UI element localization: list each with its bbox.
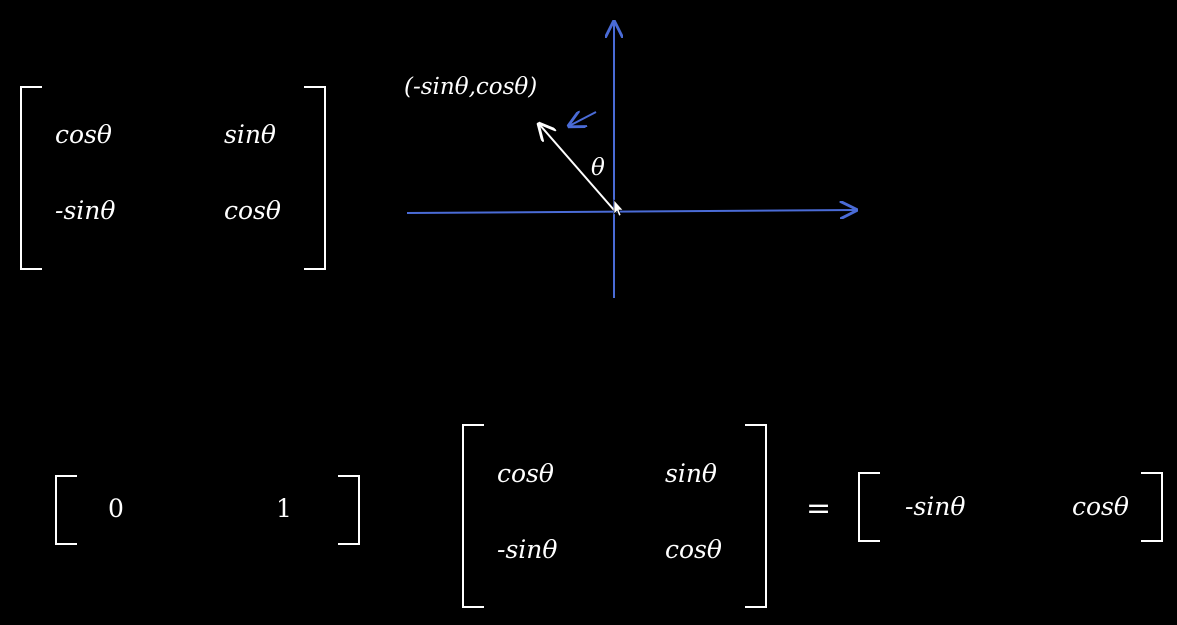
result-c2: cosθ xyxy=(1072,492,1129,521)
point-label: (-sinθ,cosθ) xyxy=(404,74,538,100)
equation-matrix-right-bracket xyxy=(745,424,767,608)
result-c1: -sinθ xyxy=(905,492,966,521)
x-axis xyxy=(406,210,856,213)
rotated-vector xyxy=(539,124,615,211)
rotation-matrix-right-bracket xyxy=(304,86,326,270)
row-vector-c1: 0 xyxy=(108,494,124,523)
cursor-icon xyxy=(613,199,624,217)
equation-matrix-r1c2: sinθ xyxy=(665,459,717,488)
equation-matrix-r2c1: -sinθ xyxy=(497,535,558,564)
rotation-matrix-r1c1: cosθ xyxy=(55,120,112,149)
row-vector-left-bracket xyxy=(55,475,77,545)
result-right-bracket xyxy=(1141,472,1163,542)
rotation-matrix-left-bracket xyxy=(20,86,42,270)
rotation-matrix-r2c2: cosθ xyxy=(224,196,281,225)
row-vector-right-bracket xyxy=(338,475,360,545)
equation-matrix-r2c2: cosθ xyxy=(665,535,722,564)
equation-matrix-left-bracket xyxy=(462,424,484,608)
rotation-matrix-r1c2: sinθ xyxy=(224,120,276,149)
result-left-bracket xyxy=(858,472,880,542)
row-vector-c2: 1 xyxy=(276,494,292,523)
angle-label: θ xyxy=(591,155,605,181)
pointer-arrow xyxy=(569,112,597,126)
rotation-matrix-r2c1: -sinθ xyxy=(55,196,116,225)
equals-sign: = xyxy=(806,491,832,526)
equation-matrix-r1c1: cosθ xyxy=(497,459,554,488)
